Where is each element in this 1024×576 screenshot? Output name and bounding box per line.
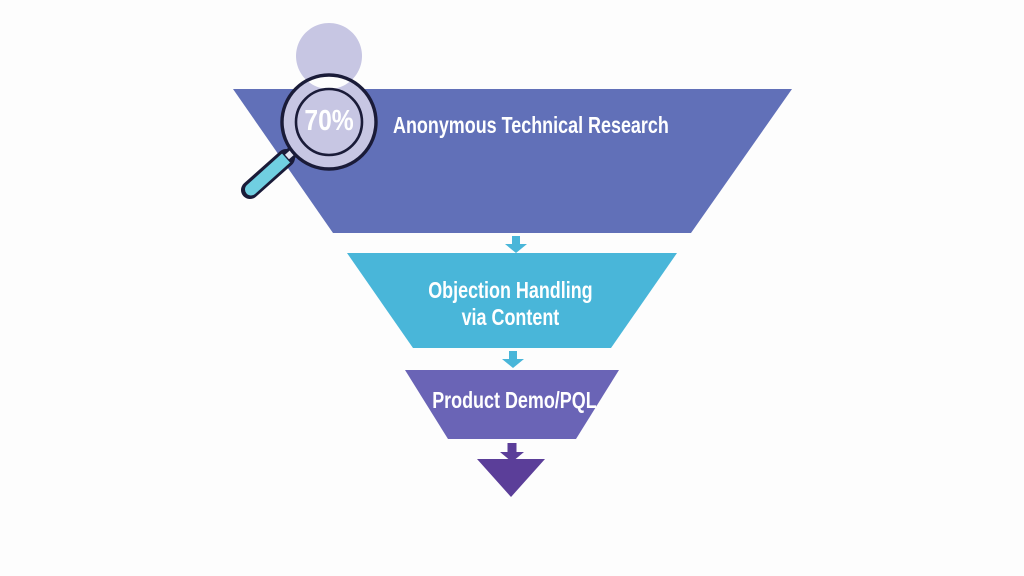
stage-2-label-line-2: via Content xyxy=(461,304,559,330)
magnifier-ring-outer-stroke xyxy=(280,73,378,171)
stage-1-label-text: Anonymous Technical Research xyxy=(393,112,669,138)
funnel-stage-2-shape xyxy=(347,253,677,348)
magnifier-value-text: 70% xyxy=(304,105,354,137)
magnifier-ring xyxy=(282,23,377,170)
funnel-tip-shape xyxy=(477,459,545,497)
arrow-down-icon-3 xyxy=(500,443,524,462)
arrow-down-icon-2 xyxy=(502,351,524,368)
funnel-stage-3-shape xyxy=(405,370,619,439)
magnifier-ring-inner-stroke xyxy=(294,87,364,157)
stage-2-label-line-1: Objection Handling xyxy=(427,277,593,303)
magnifier-value: 70% xyxy=(296,105,362,137)
stage-3-label-text: Product Demo/PQL xyxy=(431,387,597,413)
stage-3-label: Product Demo/PQL xyxy=(364,387,664,414)
arrow-down-icon-1 xyxy=(505,236,527,253)
magnifying-glass-icon xyxy=(241,23,378,199)
magnifier-handle xyxy=(245,152,292,196)
stage-1-label: Anonymous Technical Research xyxy=(393,112,747,139)
